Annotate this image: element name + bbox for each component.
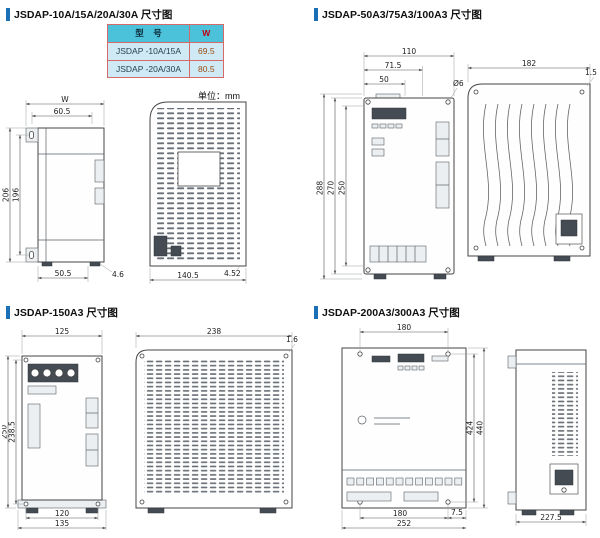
dim-label-227-5: 227.5 bbox=[540, 513, 562, 522]
drawing-10a-side-view: W 60.5 206 196 50.5 4.6 bbox=[2, 95, 124, 282]
dim-label-440: 440 bbox=[476, 421, 485, 436]
dimension-lines: 125 250 238.5 120 135 bbox=[2, 327, 107, 530]
header-accent-bar bbox=[6, 306, 10, 319]
section-jsdap-200a3-300a3: JSDAP-200A3/300A3 尺寸图 bbox=[308, 298, 600, 538]
drive-body-outline bbox=[17, 355, 107, 514]
dim-label-238-5: 238.5 bbox=[8, 421, 17, 443]
terminal-strip bbox=[346, 477, 463, 486]
drawing-50a3-side-view: 182 1.5 bbox=[467, 59, 597, 262]
w-value-cell: 80.5 bbox=[189, 59, 224, 79]
dim-label-270: 270 bbox=[327, 181, 336, 196]
wavy-vent-lines bbox=[483, 103, 573, 247]
dim-label-125: 125 bbox=[55, 327, 70, 336]
dim-label-424: 424 bbox=[466, 421, 475, 436]
dim-label-7-5: 7.5 bbox=[451, 508, 463, 517]
dim-label-180-top: 180 bbox=[397, 323, 412, 332]
dim-label-110: 110 bbox=[402, 47, 417, 56]
dimension-lines: W 60.5 206 196 50.5 4.6 bbox=[2, 95, 124, 282]
drive-body-outline bbox=[149, 101, 247, 267]
section-title: JSDAP-200A3/300A3 尺寸图 bbox=[322, 307, 460, 319]
unit-note: 单位：mm bbox=[198, 91, 240, 101]
col-header-w: W bbox=[189, 24, 224, 43]
drawing-200a3-side-view: 227.5 bbox=[507, 349, 587, 526]
dimension-lines: 180 424 440 180 7.5 252 bbox=[341, 323, 488, 530]
drive-body-outline bbox=[363, 93, 455, 280]
model-cell: JSDAP -10A/15A bbox=[106, 41, 191, 61]
dimension-lines: 238 1.6 bbox=[135, 327, 298, 353]
section-title: JSDAP-50A3/75A3/100A3 尺寸图 bbox=[322, 9, 482, 21]
drawing-50a3-front-view: 110 71.5 50 Ø6 288 270 250 bbox=[316, 47, 464, 280]
dim-label-206: 206 bbox=[2, 188, 11, 203]
model-width-table: 型 号 W JSDAP -10A/15A 69.5 JSDAP -20A/30A… bbox=[106, 24, 224, 79]
dim-label-180-bottom: 180 bbox=[393, 509, 408, 518]
vent-grille bbox=[552, 372, 578, 456]
dim-label-135: 135 bbox=[55, 519, 70, 528]
dim-label-50-5: 50.5 bbox=[55, 269, 72, 278]
w-value-cell: 69.5 bbox=[189, 41, 224, 61]
drive-body-outline bbox=[135, 349, 293, 514]
nameplate-area bbox=[177, 151, 221, 187]
section-header: JSDAP-10A/15A/20A/30A 尺寸图 bbox=[6, 7, 172, 22]
section-title: JSDAP-150A3 尺寸图 bbox=[14, 307, 118, 319]
dim-label-252: 252 bbox=[397, 519, 412, 528]
drive-body-outline bbox=[341, 347, 467, 509]
section-header: JSDAP-50A3/75A3/100A3 尺寸图 bbox=[314, 7, 482, 22]
dimension-lines: 227.5 bbox=[515, 513, 587, 526]
dim-label-w: W bbox=[61, 95, 69, 104]
dim-label-71-5: 71.5 bbox=[385, 61, 402, 70]
drive-body-outline bbox=[25, 127, 105, 267]
dim-label-140-5: 140.5 bbox=[177, 271, 199, 280]
drive-body-outline bbox=[507, 349, 587, 516]
section-jsdap-150a3: JSDAP-150A3 尺寸图 bbox=[0, 298, 304, 538]
header-accent-bar bbox=[6, 8, 10, 21]
table-row: JSDAP -10A/15A 69.5 bbox=[106, 41, 224, 61]
header-accent-bar bbox=[314, 306, 318, 319]
section-header: JSDAP-200A3/300A3 尺寸图 bbox=[314, 305, 460, 320]
drawing-200a3-front-view: 180 424 440 180 7.5 252 bbox=[341, 323, 488, 530]
dim-label-4-6: 4.6 bbox=[112, 270, 124, 279]
section-jsdap-50a3-100a3: JSDAP-50A3/75A3/100A3 尺寸图 bbox=[308, 0, 600, 298]
drive-body-outline bbox=[467, 83, 591, 262]
dim-label-182: 182 bbox=[522, 59, 537, 68]
dimension-lines: 182 1.5 bbox=[467, 59, 597, 87]
model-cell: JSDAP -20A/30A bbox=[106, 59, 191, 79]
dim-label-238: 238 bbox=[207, 327, 222, 336]
header-accent-bar bbox=[314, 8, 318, 21]
dim-label-50: 50 bbox=[379, 75, 389, 84]
dim-label-250: 250 bbox=[338, 181, 347, 196]
drawing-10a-front-view: 140.5 4.52 bbox=[149, 101, 247, 284]
dim-label-196: 196 bbox=[12, 188, 21, 203]
drawing-150a3-front-view: 125 250 238.5 120 135 bbox=[2, 327, 107, 530]
dim-label-4-52: 4.52 bbox=[224, 269, 241, 278]
col-header-model: 型 号 bbox=[106, 24, 191, 43]
dim-label-1-6: 1.6 bbox=[286, 335, 298, 344]
dim-label-dia6: Ø6 bbox=[453, 79, 464, 88]
dim-label-288: 288 bbox=[316, 181, 325, 196]
section-jsdap-10a-30a: JSDAP-10A/15A/20A/30A 尺寸图 型 号 W JSDAP -1… bbox=[0, 0, 304, 298]
drawing-150a3-side-view: 238 1.6 bbox=[135, 327, 298, 514]
table-header-row: 型 号 W bbox=[106, 24, 224, 43]
dim-label-1-5: 1.5 bbox=[585, 68, 597, 77]
dim-label-60-5: 60.5 bbox=[54, 107, 71, 116]
dim-label-250: 250 bbox=[2, 425, 9, 440]
dimension-lines: 140.5 4.52 bbox=[149, 265, 247, 284]
dim-label-120: 120 bbox=[55, 509, 70, 518]
section-header: JSDAP-150A3 尺寸图 bbox=[6, 305, 118, 320]
table-row: JSDAP -20A/30A 80.5 bbox=[106, 59, 224, 79]
vent-grille bbox=[144, 360, 284, 494]
section-title: JSDAP-10A/15A/20A/30A 尺寸图 bbox=[14, 9, 173, 21]
dimension-lines: 110 71.5 50 Ø6 288 270 250 bbox=[316, 47, 464, 280]
